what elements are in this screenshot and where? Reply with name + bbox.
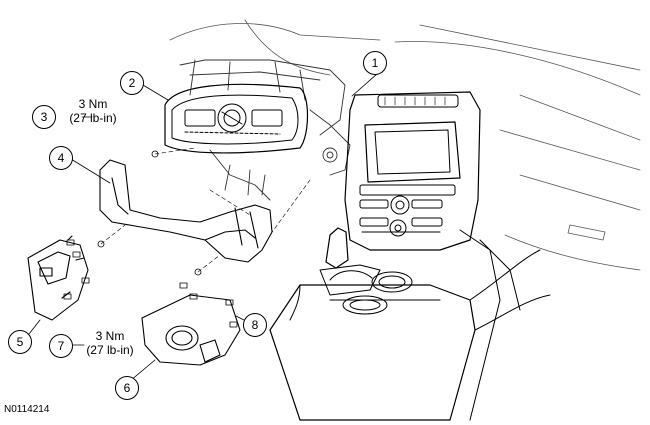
steering-column-structure (179, 59, 351, 201)
center-console (269, 227, 551, 421)
callout-5: 5 (8, 330, 32, 354)
dash-top-outline (169, 19, 641, 271)
upper-trim-panel (99, 159, 273, 263)
callout-8: 8 (243, 313, 267, 337)
torque-spec-upper-imperial: (27 lb-in) (69, 111, 117, 125)
lower-steering-shroud (141, 294, 241, 366)
torque-spec-upper: 3 Nm (27 lb-in) (58, 97, 128, 125)
callout-3: 3 (32, 105, 56, 129)
callout-4: 4 (49, 146, 73, 170)
figure-id: N0114214 (4, 404, 50, 415)
left-lower-panel (27, 235, 89, 321)
torque-spec-lower-imperial: (27 lb-in) (86, 343, 134, 357)
center-stack (344, 91, 481, 251)
instrument-cluster (164, 83, 309, 154)
callout-1: 1 (363, 51, 387, 75)
callout-6: 6 (115, 376, 139, 400)
callout-7: 7 (49, 334, 73, 358)
torque-spec-lower: 3 Nm (27 lb-in) (75, 329, 145, 357)
fasteners (63, 150, 238, 328)
assembly-lines (100, 147, 311, 273)
torque-spec-lower-metric: 3 Nm (95, 329, 125, 343)
torque-spec-upper-metric: 3 Nm (78, 97, 108, 111)
callout-2: 2 (120, 71, 144, 95)
